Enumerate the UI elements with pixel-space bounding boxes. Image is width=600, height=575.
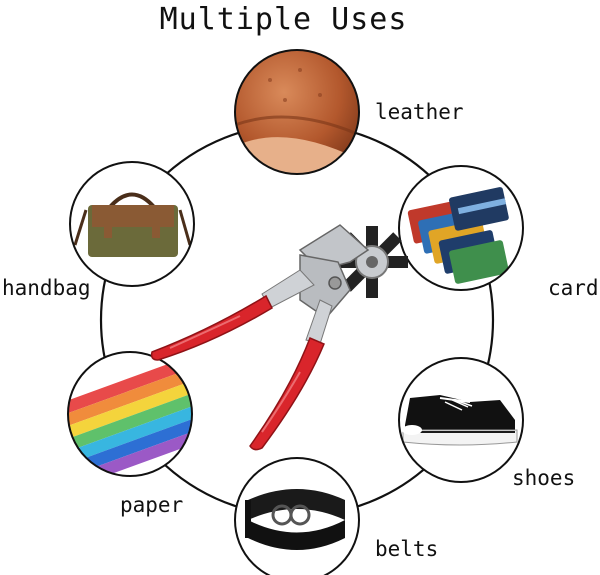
sneaker-icon (398, 357, 524, 483)
rotary-punch-pliers-icon (150, 224, 408, 451)
label-shoes: shoes (512, 466, 576, 490)
page-title: Multiple Uses (159, 2, 408, 37)
label-leather: leather (375, 100, 464, 124)
credit-cards-icon (398, 165, 524, 291)
label-card: card (548, 276, 599, 300)
handbag-icon (69, 161, 195, 287)
belt-icon (234, 457, 360, 575)
label-belts: belts (375, 537, 439, 561)
leather-texture-icon (234, 49, 360, 175)
label-handbag: handbag (2, 276, 91, 300)
label-paper: paper (120, 493, 184, 517)
colored-paper-icon (67, 351, 193, 477)
